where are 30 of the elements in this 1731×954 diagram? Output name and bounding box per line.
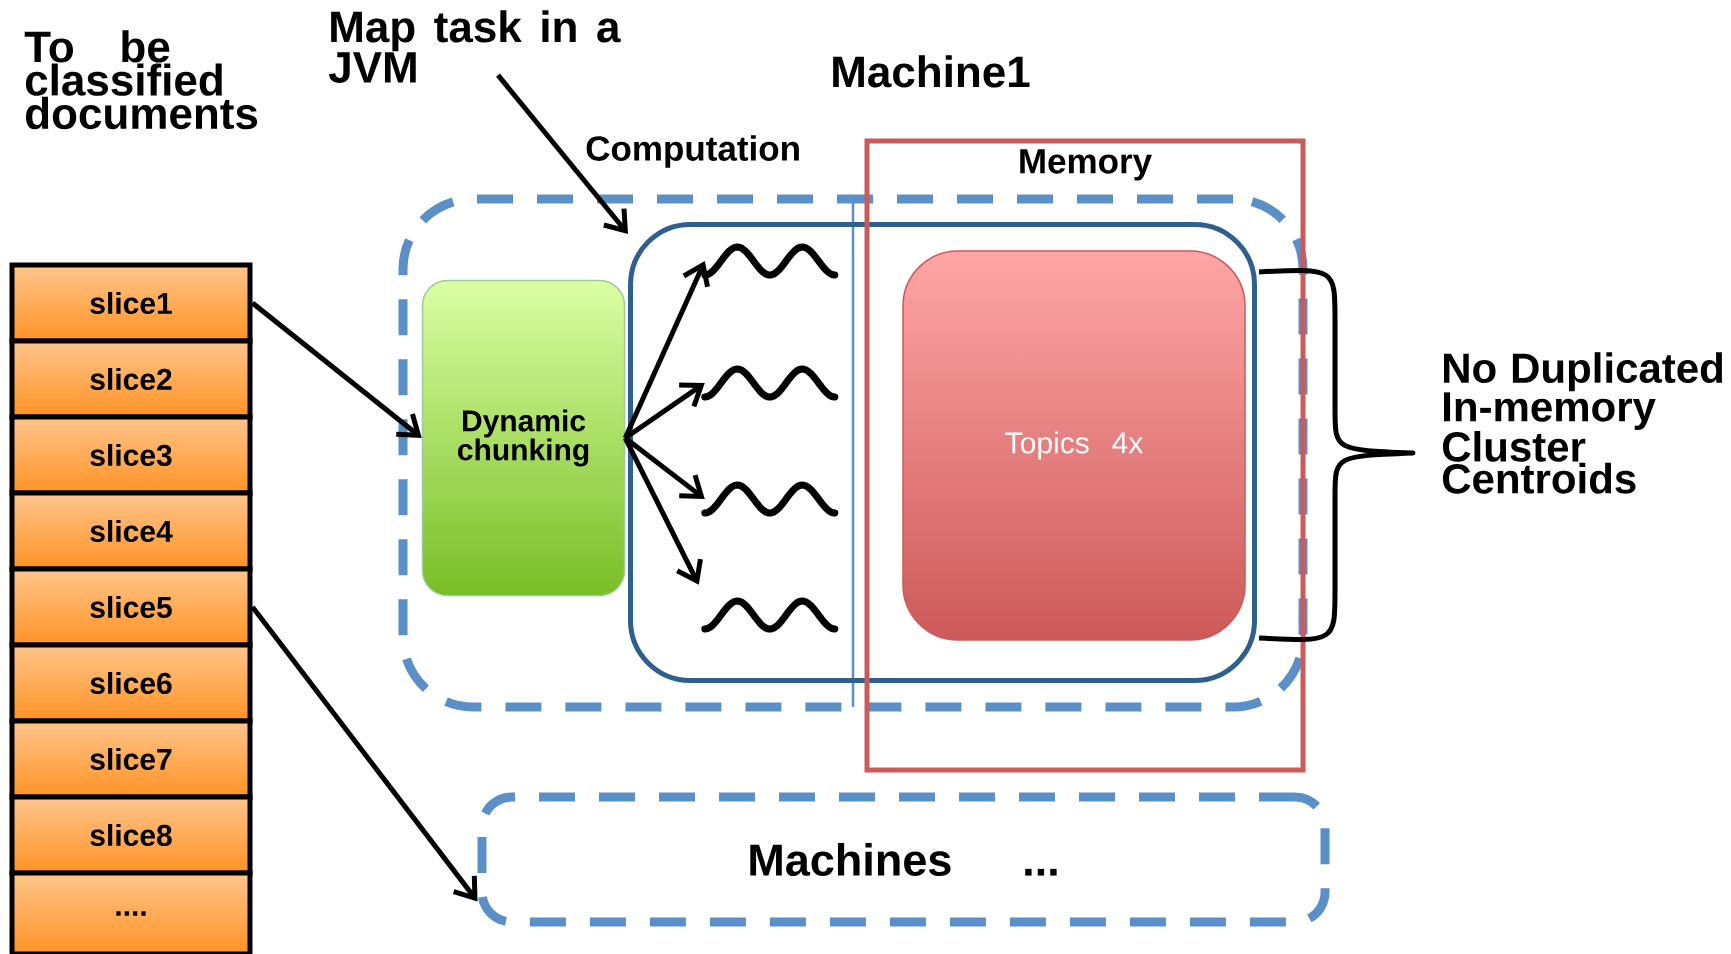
slice-box: slice4 [9, 490, 253, 572]
arrow [623, 436, 705, 499]
slice-box: slice7 [9, 718, 253, 800]
thread-wave [701, 481, 839, 517]
machine-boundary: Machines ... [477, 792, 1330, 927]
label-text: No Duplicated In-memory Cluster Centroids [1442, 352, 1722, 494]
slice-box: slice6 [9, 642, 253, 724]
slice-box: slice1 [9, 262, 253, 344]
arrow [623, 436, 703, 585]
topics-block: Topics 4x [902, 250, 1246, 641]
process-box: Dynamic chunking [421, 279, 626, 597]
arrow [623, 261, 710, 440]
thread-wave [701, 243, 839, 279]
arrow [250, 301, 422, 438]
arrow [623, 382, 705, 441]
callout-text: Map task in a JVM [328, 10, 621, 83]
thread-wave [701, 597, 839, 633]
slice-box: slice3 [9, 414, 253, 496]
arrow [496, 73, 628, 234]
slice-box: slice2 [9, 338, 253, 420]
slice-box: .... [9, 870, 253, 954]
slice-box: slice5 [9, 566, 253, 648]
label-text: Computation [586, 135, 799, 168]
slice-box: slice8 [9, 794, 253, 876]
label-text: Machine1 [833, 55, 1030, 88]
arrow [250, 605, 478, 902]
label-text: To be classified documents [24, 30, 258, 130]
jvm-box [628, 222, 1257, 683]
machine-boundary [398, 194, 1308, 712]
thread-wave [701, 365, 839, 401]
